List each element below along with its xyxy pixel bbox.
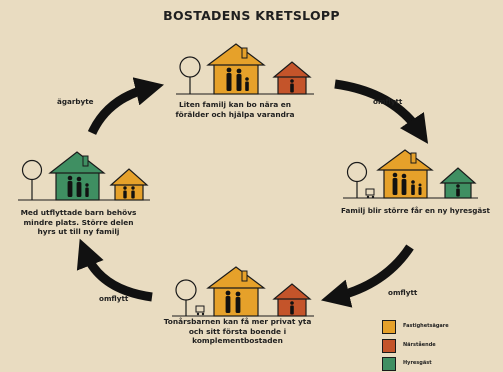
- tree-icon: [179, 56, 201, 78]
- arrow-bottom-left: [76, 238, 153, 302]
- tree-icon: [175, 279, 197, 301]
- legend-label: Närstående: [403, 342, 436, 348]
- caption-line: komplementbostaden: [192, 336, 283, 346]
- tenant-house-icon: [439, 167, 477, 199]
- arrow-bottom-right: [320, 244, 414, 308]
- scene-bottom: [172, 266, 314, 317]
- family-icon: [67, 175, 89, 197]
- caption-line: mindre plats. Större delen: [23, 217, 134, 227]
- pram-icon: [365, 188, 375, 199]
- scene-right: [343, 149, 478, 199]
- caption-bottom: Tonårsbarnen kan få mer privat yta och s…: [150, 317, 325, 346]
- tenant-house-icon: [48, 151, 106, 201]
- relative-house-icon: [272, 283, 312, 317]
- arrow-top-right: [334, 79, 429, 144]
- owner-house-icon: [206, 43, 266, 95]
- caption-line: Tonårsbarnen kan få mer privat yta: [163, 317, 312, 326]
- pram-icon: [195, 305, 205, 316]
- legend-label: Fastighetsägare: [403, 323, 449, 329]
- owner-house-icon: [109, 168, 149, 201]
- relative-house-icon: [272, 61, 312, 95]
- tree-icon: [346, 161, 368, 183]
- caption-line: Liten familj kan bo nära en: [178, 100, 292, 109]
- scene-top: [176, 43, 314, 95]
- family-icon: [392, 172, 422, 195]
- scene-left: [18, 151, 150, 201]
- legend-swatch: [382, 357, 396, 371]
- arrow-label-omflytt: omflytt: [388, 288, 418, 297]
- arrow-label-agarbyte: ägarbyte: [57, 97, 94, 106]
- caption-line: Med utflyttade barn behövs: [20, 208, 137, 217]
- legend-swatch: [382, 339, 396, 353]
- caption-line: förälder och hjälpa varandra: [175, 109, 295, 119]
- caption-line: Familj blir större får en ny hyresgäst: [341, 206, 490, 215]
- tree-icon: [21, 159, 43, 181]
- arrow-top-left: [87, 77, 165, 136]
- caption-right: Familj blir större får en ny hyresgäst: [328, 206, 503, 216]
- legend-swatch: [382, 320, 396, 334]
- caption-line: och sitt första boende i: [188, 326, 287, 336]
- caption-line: hyrs ut till ny familj: [37, 227, 120, 237]
- family-icon: [225, 290, 241, 313]
- arrow-label-omflytt: omflytt: [99, 294, 129, 303]
- caption-top: Liten familj kan bo nära en förälder och…: [160, 100, 310, 119]
- caption-left: Med utflyttade barn behövs mindre plats.…: [6, 208, 151, 237]
- diagram-title: BOSTADENS KRETSLOPP: [163, 8, 340, 23]
- arrow-label-omflytt: omflytt: [373, 97, 403, 106]
- legend-label: Hyresgäst: [403, 360, 432, 366]
- family-icon: [226, 67, 249, 91]
